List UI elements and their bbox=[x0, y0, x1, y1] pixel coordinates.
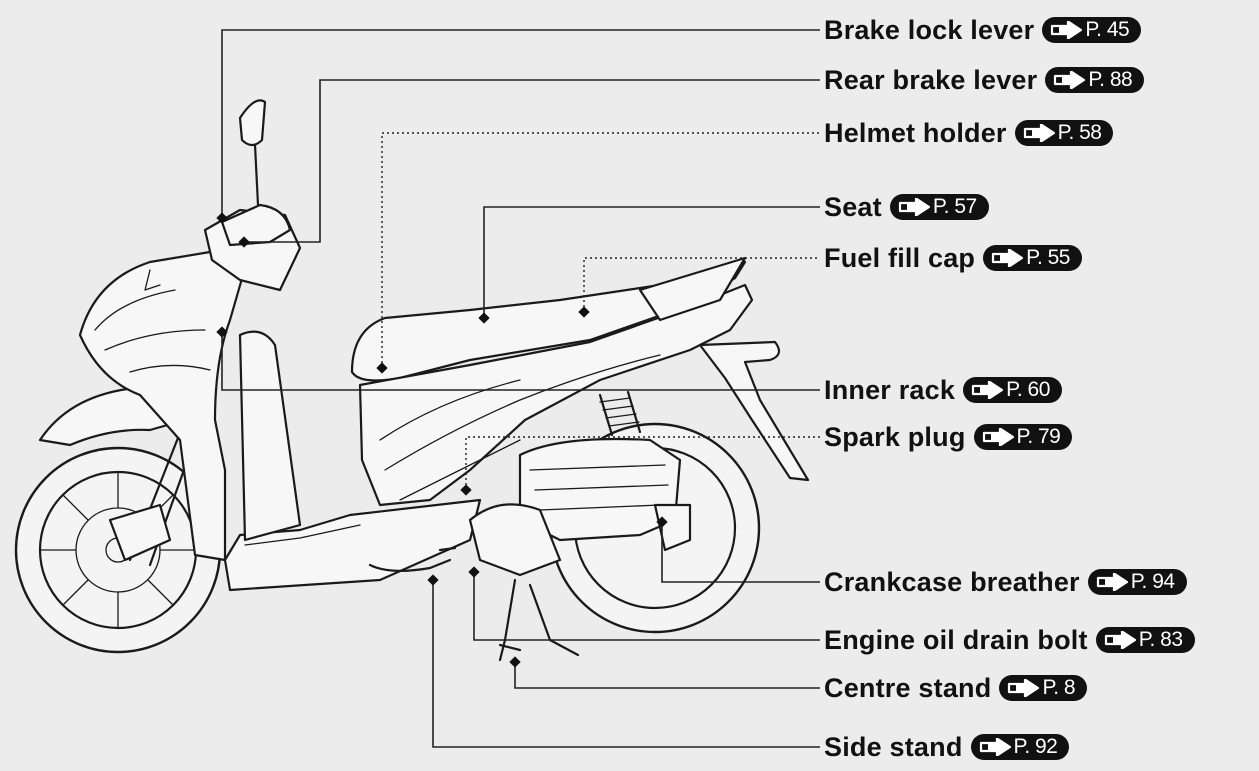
page-ref-text: P. 79 bbox=[1016, 425, 1061, 448]
anchor-brake-lock-lever bbox=[216, 212, 228, 224]
page-ref-link[interactable]: P. 55 bbox=[983, 245, 1082, 271]
page-ref-text: P. 60 bbox=[1006, 378, 1050, 401]
callout-label: Centre stand bbox=[824, 672, 992, 703]
leader-brake-lock-lever bbox=[221, 29, 820, 218]
anchor-spark-plug bbox=[460, 484, 472, 496]
leader-crankcase-breather bbox=[661, 522, 820, 583]
anchor-fuel-fill-cap bbox=[578, 306, 590, 318]
leader-inner-rack bbox=[221, 332, 820, 391]
arrow-right-icon bbox=[1023, 124, 1055, 142]
arrow-right-icon bbox=[971, 381, 1004, 399]
leader-helmet-holder bbox=[381, 132, 820, 368]
arrow-right-icon bbox=[1104, 631, 1136, 649]
callout-rear-brake-lever: Rear brake lever P. 88 bbox=[824, 60, 1145, 100]
anchor-seat bbox=[478, 312, 490, 324]
page-ref-text: P. 57 bbox=[932, 195, 977, 218]
page-ref-text: P. 92 bbox=[1013, 735, 1058, 758]
arrow-right-icon bbox=[1054, 71, 1086, 89]
callout-label: Side stand bbox=[824, 731, 963, 762]
anchor-side-stand bbox=[427, 574, 439, 586]
page-ref-text: P. 88 bbox=[1088, 68, 1133, 91]
arrow-right-icon bbox=[1051, 21, 1083, 39]
page-ref-text: P. 94 bbox=[1130, 570, 1175, 593]
arrow-right-icon bbox=[1008, 679, 1040, 697]
page-ref-link[interactable]: P. 79 bbox=[973, 424, 1073, 450]
callout-label: Helmet holder bbox=[824, 117, 1007, 148]
callout-label: Crankcase breather bbox=[824, 566, 1080, 597]
callout-label: Seat bbox=[824, 191, 882, 222]
page-ref-link[interactable]: P. 92 bbox=[970, 734, 1070, 760]
callout-label: Rear brake lever bbox=[824, 64, 1038, 95]
callout-side-stand: Side stand P. 92 bbox=[824, 727, 1070, 767]
callout-helmet-holder: Helmet holder P. 58 bbox=[824, 113, 1114, 153]
page-ref-link[interactable]: P. 8 bbox=[999, 675, 1088, 701]
page-ref-link[interactable]: P. 88 bbox=[1045, 67, 1145, 93]
leader-engine-oil-drain-bolt bbox=[473, 572, 820, 641]
page-ref-text: P. 83 bbox=[1138, 628, 1183, 651]
leader-centre-stand bbox=[514, 662, 820, 689]
leader-side-stand bbox=[432, 580, 820, 748]
page-ref-text: P. 45 bbox=[1085, 18, 1130, 41]
leader-lines bbox=[221, 29, 820, 748]
anchor-dots bbox=[216, 212, 668, 668]
anchor-centre-stand bbox=[509, 656, 521, 668]
page-ref-text: P. 8 bbox=[1042, 676, 1076, 699]
anchor-rear-brake-lever bbox=[238, 236, 250, 248]
callout-spark-plug: Spark plug P. 79 bbox=[824, 417, 1073, 457]
callout-fuel-fill-cap: Fuel fill cap P. 55 bbox=[824, 238, 1082, 278]
leader-rear-brake-lever bbox=[244, 79, 820, 243]
page-ref-link[interactable]: P. 83 bbox=[1095, 627, 1195, 653]
callout-brake-lock-lever: Brake lock lever P. 45 bbox=[824, 10, 1142, 50]
page-ref-link[interactable]: P. 45 bbox=[1042, 17, 1142, 43]
arrow-right-icon bbox=[992, 249, 1024, 267]
scooter-illustration bbox=[14, 99, 810, 662]
callout-centre-stand: Centre stand P. 8 bbox=[824, 668, 1088, 708]
anchor-engine-oil-drain-bolt bbox=[468, 566, 480, 578]
page-ref-link[interactable]: P. 60 bbox=[963, 377, 1062, 403]
leader-seat bbox=[483, 206, 820, 318]
page-ref-text: P. 55 bbox=[1026, 246, 1070, 269]
arrow-right-icon bbox=[898, 198, 930, 216]
page-ref-link[interactable]: P. 57 bbox=[889, 194, 989, 220]
anchor-helmet-holder bbox=[376, 362, 388, 374]
anchor-crankcase-breather bbox=[656, 516, 668, 528]
callout-label: Brake lock lever bbox=[824, 14, 1035, 45]
page-ref-text: P. 58 bbox=[1057, 121, 1102, 144]
arrow-right-icon bbox=[982, 428, 1014, 446]
callout-inner-rack: Inner rack P. 60 bbox=[824, 370, 1062, 410]
anchor-inner-rack bbox=[216, 326, 228, 338]
callout-label: Fuel fill cap bbox=[824, 242, 976, 273]
callout-engine-oil-drain-bolt: Engine oil drain bolt P. 83 bbox=[824, 620, 1195, 660]
page-ref-link[interactable]: P. 94 bbox=[1087, 569, 1187, 595]
arrow-right-icon bbox=[1096, 573, 1128, 591]
callout-label: Inner rack bbox=[824, 374, 956, 405]
callout-label: Spark plug bbox=[824, 421, 966, 452]
callout-crankcase-breather: Crankcase breather P. 94 bbox=[824, 562, 1187, 602]
callout-seat: Seat P. 57 bbox=[824, 187, 989, 227]
callout-label: Engine oil drain bolt bbox=[824, 624, 1088, 655]
page-ref-link[interactable]: P. 58 bbox=[1014, 120, 1114, 146]
leader-fuel-fill-cap bbox=[583, 257, 820, 312]
arrow-right-icon bbox=[979, 738, 1011, 756]
